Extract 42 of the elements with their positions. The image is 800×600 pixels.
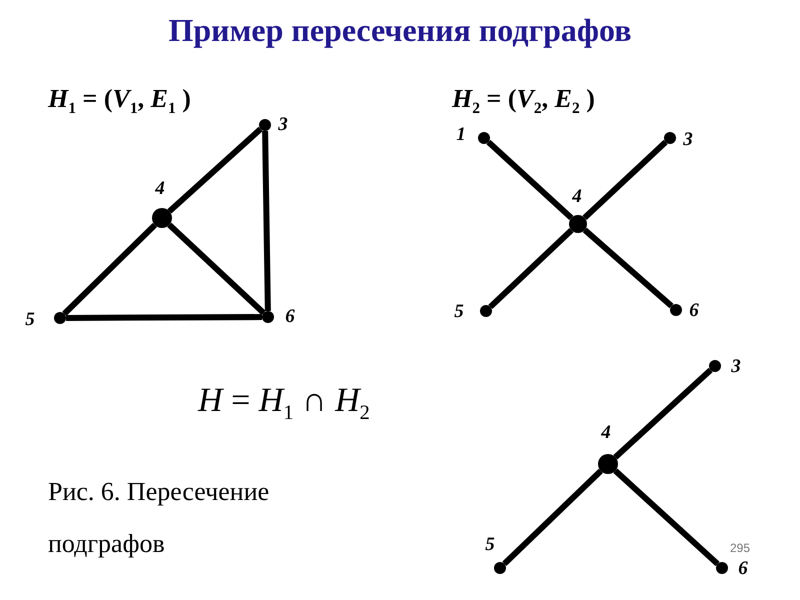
formula: H = H$_{1}$ ∩ H$_{2}$ (198, 382, 370, 425)
graph-label: H$_{2}$ = (V$_{2}$, E$_{2}$ ) (452, 84, 595, 118)
graph-edge (167, 126, 263, 214)
graph-edge (613, 468, 720, 566)
vertex-dot (478, 132, 490, 144)
vertex-number: 4 (601, 422, 611, 444)
graph-edge (62, 222, 157, 316)
vertex-number: 6 (689, 300, 699, 322)
graph-edge (502, 468, 603, 566)
vertex-dot (716, 562, 728, 574)
vertex-dot (152, 208, 172, 228)
vertex-number: 3 (683, 129, 693, 151)
vertex-dot (664, 132, 676, 144)
graph-edge (167, 222, 266, 316)
vertex-number: 5 (25, 309, 35, 331)
page-number: 295 (730, 541, 750, 555)
graph-edge (66, 314, 262, 321)
vertex-number: 5 (485, 534, 495, 556)
vertex-number: 6 (285, 306, 295, 328)
graph-edge (582, 140, 668, 220)
vertex-number: 3 (731, 356, 741, 378)
vertex-number: 4 (572, 186, 582, 208)
vertex-number: 1 (456, 124, 466, 146)
figure-caption: Рис. 6. Пересечение подграфов (48, 476, 270, 560)
vertex-dot (262, 311, 274, 323)
graph-edge (486, 140, 574, 220)
vertex-number: 4 (155, 178, 165, 200)
vertex-dot (709, 360, 721, 372)
graph-edge (488, 228, 574, 310)
graph-label: H$_{1}$ = (V$_{1}$, E$_{1}$ ) (48, 84, 191, 118)
graph-edge (262, 130, 271, 312)
slide-title: Пример пересечения подграфов (167, 12, 633, 49)
vertex-dot (670, 304, 682, 316)
vertex-number: 3 (278, 114, 288, 136)
vertex-number: 5 (454, 301, 464, 323)
vertex-dot (259, 119, 271, 131)
vertex-dot (494, 562, 506, 574)
vertex-dot (480, 305, 492, 317)
vertex-number: 6 (738, 558, 748, 580)
vertex-dot (54, 312, 66, 324)
graph-edge (582, 228, 674, 308)
graph-edge (613, 368, 713, 460)
